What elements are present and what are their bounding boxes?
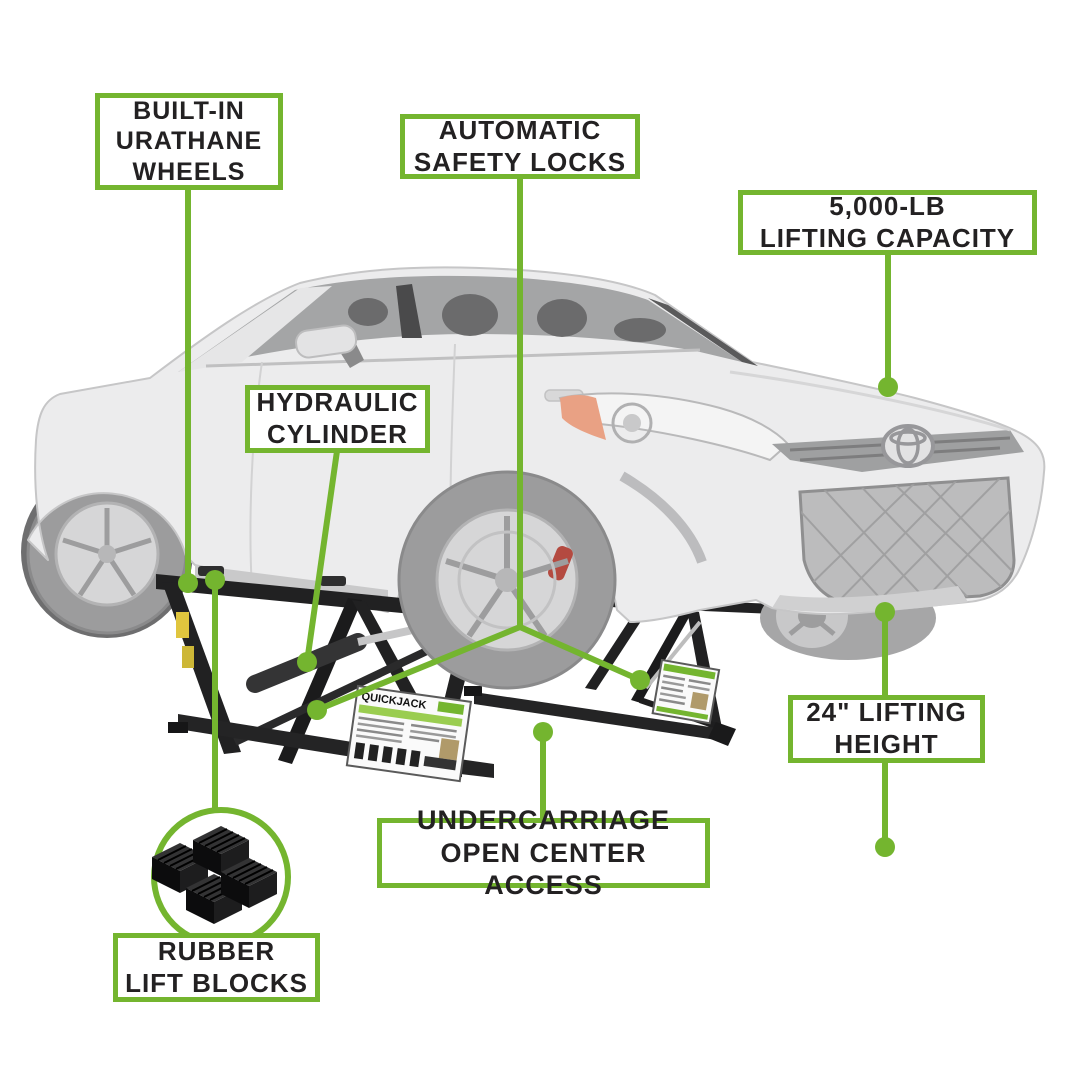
connector-safety-left	[315, 624, 522, 713]
car-c-pillar	[178, 286, 332, 372]
rear-left-wheel	[21, 466, 193, 638]
hood-crease	[729, 370, 1011, 432]
bumper-lower-lip	[772, 586, 968, 613]
far-lift-front-leg	[585, 610, 647, 690]
dot-safety-left	[307, 700, 327, 720]
far-lift-end-cap	[708, 722, 736, 746]
callout-rubber-lift-blocks: RUBBER LIFT BLOCKS	[113, 933, 320, 1002]
far-lift-strut	[644, 620, 702, 690]
connector-safety-right	[518, 624, 642, 683]
lower-grille	[798, 476, 1016, 606]
dot-blocks-origin	[205, 570, 225, 590]
callout-undercarriage-access: UNDERCARRIAGE OPEN CENTER ACCESS	[377, 805, 710, 900]
car-beltline	[205, 348, 701, 368]
callout-automatic-safety-locks: AUTOMATIC SAFETY LOCKS	[400, 114, 640, 179]
far-lift-frame	[464, 596, 822, 746]
side-mirror	[295, 324, 364, 368]
callout-lifting-height: 24" LIFTING HEIGHT	[788, 695, 985, 763]
near-lift-cross-brace	[233, 636, 452, 746]
callout-label: 24" LIFTING HEIGHT	[806, 697, 967, 759]
dot-safety-right	[630, 670, 650, 690]
rubber-blocks-inset	[151, 807, 291, 947]
callout-lifting-capacity: 5,000-LB LIFTING CAPACITY	[738, 190, 1037, 255]
near-lift-decal	[182, 646, 194, 668]
near-lift-decal	[176, 612, 189, 638]
car-illustration	[21, 266, 1046, 660]
headlight	[558, 392, 790, 462]
callout-built-in-urathane-wheels: BUILT-IN URATHANE WHEELS	[95, 93, 283, 190]
front-left-wheel	[397, 470, 617, 690]
callout-label: 5,000-LB LIFTING CAPACITY	[759, 190, 1016, 253]
dot-cylinder	[297, 652, 317, 672]
dot-capacity	[878, 377, 898, 397]
far-lift-warning-placard	[651, 658, 721, 725]
far-lift-base-rail	[474, 692, 730, 742]
connector-cylinder	[304, 450, 340, 663]
callout-label: BUILT-IN URATHANE WHEELS	[115, 96, 263, 186]
callout-connectors	[185, 177, 891, 847]
far-lift-foot	[464, 686, 482, 696]
bumper-intake	[619, 471, 707, 564]
car-b-pillar	[396, 284, 422, 338]
callout-label: AUTOMATIC SAFETY LOCKS	[413, 114, 627, 177]
headlight-marker	[560, 395, 606, 440]
near-lift-warning-placard: QUICKJACK	[345, 684, 473, 783]
car-a-pillar	[648, 298, 758, 366]
callout-label: UNDERCARRIAGE OPEN CENTER ACCESS	[416, 804, 670, 901]
callout-hydraulic-cylinder: HYDRAULIC CYLINDER	[245, 385, 430, 453]
dot-undercarriage	[533, 722, 553, 742]
callout-endpoint-dots	[178, 377, 898, 857]
dot-height-bottom	[875, 837, 895, 857]
callout-label: RUBBER LIFT BLOCKS	[125, 935, 308, 998]
toyota-emblem	[881, 424, 935, 468]
dot-wheels	[178, 573, 198, 593]
rubber-block	[221, 858, 277, 908]
car-interior-shadows	[348, 294, 666, 342]
near-lift-pad	[320, 576, 346, 586]
near-lift-frame: QUICKJACK	[156, 566, 494, 783]
rubber-block	[193, 826, 249, 876]
near-lift-foot	[168, 722, 188, 733]
dot-height-top	[875, 602, 895, 622]
callout-label: HYDRAULIC CYLINDER	[256, 387, 419, 449]
